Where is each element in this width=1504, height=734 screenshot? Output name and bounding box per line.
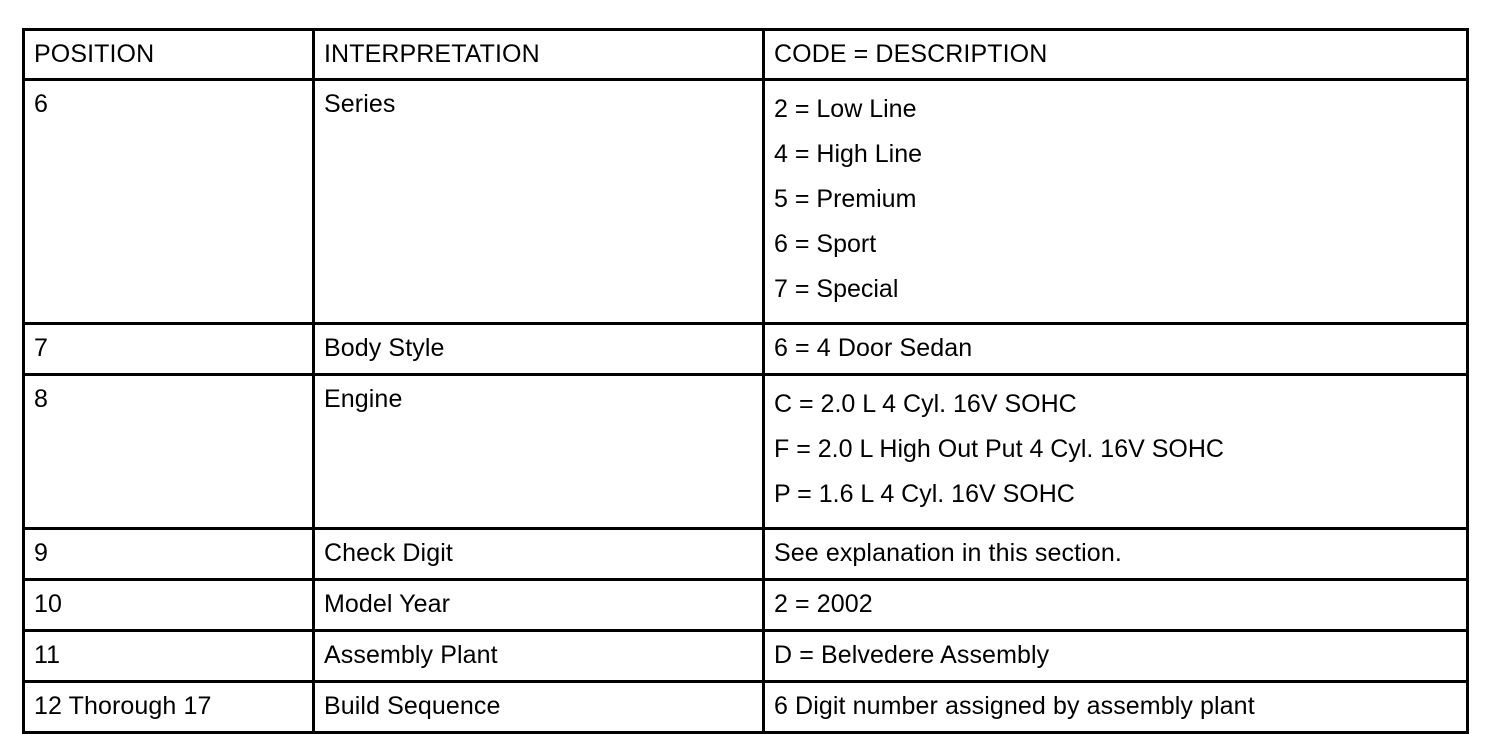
cell-position: 12 Thorough 17 xyxy=(22,680,315,734)
position-value: 9 xyxy=(34,539,49,567)
code-line: F = 2.0 L High Out Put 4 Cyl. 16V SOHC xyxy=(774,435,1224,463)
cell-interpretation: Check Digit xyxy=(312,527,765,581)
code-line: 5 = Premium xyxy=(774,185,917,213)
vin-decoder-table: POSITION INTERPRETATION CODE = DESCRIPTI… xyxy=(22,28,1469,734)
table-row: 7 Body Style 6 = 4 Door Sedan xyxy=(22,322,1469,376)
table-row: 8 Engine C = 2.0 L 4 Cyl. 16V SOHC F = 2… xyxy=(22,373,1469,530)
interpretation-value: Build Sequence xyxy=(324,692,501,720)
cell-code: 2 = 2002 xyxy=(762,578,1469,632)
cell-code: C = 2.0 L 4 Cyl. 16V SOHC F = 2.0 L High… xyxy=(762,373,1469,530)
table-row: 12 Thorough 17 Build Sequence 6 Digit nu… xyxy=(22,680,1469,734)
cell-interpretation: Engine xyxy=(312,373,765,530)
interpretation-value: Engine xyxy=(324,385,403,413)
code-line: 6 = 4 Door Sedan xyxy=(774,334,973,362)
code-line: 6 Digit number assigned by assembly plan… xyxy=(774,692,1255,720)
column-header-position: POSITION xyxy=(22,28,315,81)
code-line: 6 = Sport xyxy=(774,230,877,258)
code-line: 2 = 2002 xyxy=(774,590,873,618)
interpretation-value: Assembly Plant xyxy=(324,641,498,669)
code-line: See explanation in this section. xyxy=(774,539,1122,567)
position-value: 11 xyxy=(34,641,61,669)
column-header-interpretation-label: INTERPRETATION xyxy=(324,40,540,68)
cell-code: 6 Digit number assigned by assembly plan… xyxy=(762,680,1469,734)
code-list: C = 2.0 L 4 Cyl. 16V SOHC F = 2.0 L High… xyxy=(765,376,1466,527)
cell-position: 11 xyxy=(22,629,315,683)
interpretation-value: Check Digit xyxy=(324,539,453,567)
column-header-code-label: CODE = DESCRIPTION xyxy=(774,40,1048,68)
cell-code: 6 = 4 Door Sedan xyxy=(762,322,1469,376)
table-body: 6 Series 2 = Low Line 4 = High Line 5 = … xyxy=(22,78,1469,734)
column-header-position-label: POSITION xyxy=(34,40,155,68)
cell-interpretation: Build Sequence xyxy=(312,680,765,734)
cell-interpretation: Model Year xyxy=(312,578,765,632)
cell-interpretation: Assembly Plant xyxy=(312,629,765,683)
table-row: 10 Model Year 2 = 2002 xyxy=(22,578,1469,632)
code-line: P = 1.6 L 4 Cyl. 16V SOHC xyxy=(774,480,1075,508)
cell-interpretation: Body Style xyxy=(312,322,765,376)
code-line: C = 2.0 L 4 Cyl. 16V SOHC xyxy=(774,390,1077,418)
table-row: 6 Series 2 = Low Line 4 = High Line 5 = … xyxy=(22,78,1469,325)
cell-code: See explanation in this section. xyxy=(762,527,1469,581)
cell-code: D = Belvedere Assembly xyxy=(762,629,1469,683)
cell-code: 2 = Low Line 4 = High Line 5 = Premium 6… xyxy=(762,78,1469,325)
table-row: 9 Check Digit See explanation in this se… xyxy=(22,527,1469,581)
code-list: 2 = Low Line 4 = High Line 5 = Premium 6… xyxy=(765,81,1466,322)
table-row: 11 Assembly Plant D = Belvedere Assembly xyxy=(22,629,1469,683)
position-value: 6 xyxy=(34,90,49,118)
page: POSITION INTERPRETATION CODE = DESCRIPTI… xyxy=(22,28,1469,734)
cell-position: 6 xyxy=(22,78,315,325)
position-value: 8 xyxy=(34,385,49,413)
code-line: 4 = High Line xyxy=(774,140,923,168)
column-header-code: CODE = DESCRIPTION xyxy=(762,28,1469,81)
code-line: 2 = Low Line xyxy=(774,95,917,123)
cell-position: 10 xyxy=(22,578,315,632)
position-value: 12 Thorough 17 xyxy=(34,692,212,720)
cell-position: 8 xyxy=(22,373,315,530)
cell-position: 9 xyxy=(22,527,315,581)
table-header: POSITION INTERPRETATION CODE = DESCRIPTI… xyxy=(22,28,1469,81)
table-header-row: POSITION INTERPRETATION CODE = DESCRIPTI… xyxy=(22,28,1469,81)
code-line: 7 = Special xyxy=(774,275,899,303)
column-header-interpretation: INTERPRETATION xyxy=(312,28,765,81)
interpretation-value: Body Style xyxy=(324,334,445,362)
position-value: 10 xyxy=(34,590,63,618)
cell-interpretation: Series xyxy=(312,78,765,325)
position-value: 7 xyxy=(34,334,49,362)
cell-position: 7 xyxy=(22,322,315,376)
interpretation-value: Series xyxy=(324,90,396,118)
interpretation-value: Model Year xyxy=(324,590,451,618)
code-line: D = Belvedere Assembly xyxy=(774,641,1050,669)
